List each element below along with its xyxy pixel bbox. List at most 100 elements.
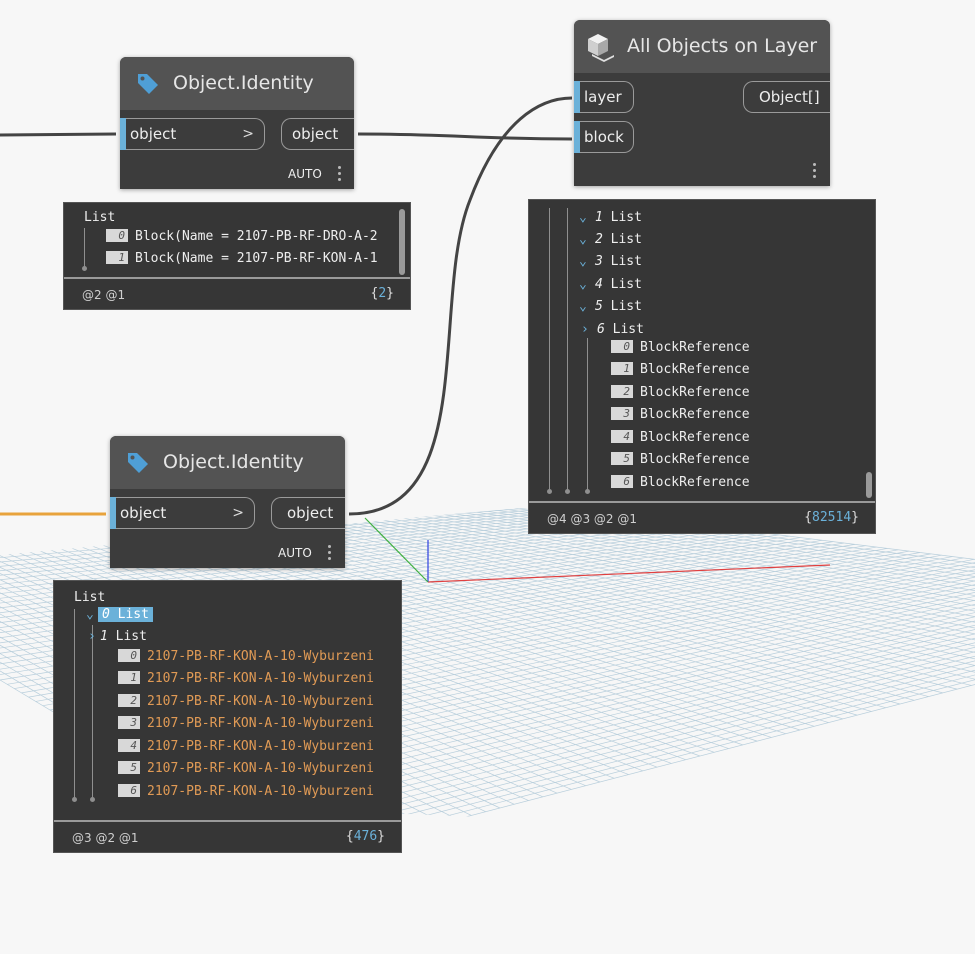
layer-input-port[interactable]: layer: [574, 81, 634, 113]
tree-dot: [565, 489, 570, 494]
input-label: layer: [584, 88, 622, 106]
preview-footer: @4 @3 @2 @1 {82514}: [529, 501, 875, 533]
tree-line: [92, 625, 93, 799]
tree-dot: [90, 797, 95, 802]
axis-x-red: [427, 564, 831, 583]
input-label: block: [584, 128, 624, 146]
wire-identity1-to-block: [357, 132, 573, 141]
chevron-right-icon[interactable]: >: [232, 505, 244, 521]
chevron-down-icon: ⌄: [579, 232, 587, 247]
list-item[interactable]: ⌄1 List: [579, 210, 642, 225]
list-levels: @2 @1: [82, 288, 126, 302]
more-options-icon[interactable]: [328, 545, 332, 563]
port-indicator: [574, 121, 580, 153]
tree-line: [74, 609, 75, 799]
block-input-port[interactable]: block: [574, 121, 634, 153]
list-item[interactable]: ⌄4 List: [579, 277, 642, 292]
more-options-icon[interactable]: [338, 166, 342, 184]
list-item[interactable]: ⌄2 List: [579, 232, 642, 247]
item-count: {476}: [345, 829, 385, 844]
node-title: All Objects on Layer: [627, 35, 818, 57]
chevron-down-icon: ⌄: [86, 607, 94, 622]
object-identity-node-2[interactable]: Object.Identity object > object AUTO: [110, 436, 345, 568]
object-input-port[interactable]: object >: [110, 497, 255, 529]
node-title: Object.Identity: [173, 72, 314, 94]
output-label: object: [292, 125, 339, 143]
object-output-port[interactable]: object: [271, 497, 345, 529]
port-indicator: [574, 81, 580, 113]
lacing-label[interactable]: AUTO: [288, 167, 322, 181]
list-item[interactable]: ⌄5 List: [579, 299, 642, 314]
cube-icon: [588, 34, 614, 62]
more-options-icon[interactable]: [813, 163, 817, 181]
vertical-scrollbar[interactable]: [866, 472, 872, 498]
list-item-selected[interactable]: ⌄0 List: [86, 607, 153, 622]
object-input-port[interactable]: object >: [120, 118, 265, 150]
node-header[interactable]: [574, 20, 830, 73]
preview-footer: @3 @2 @1 {476}: [54, 820, 401, 852]
object-output-port[interactable]: object: [281, 118, 354, 150]
chevron-down-icon: ⌄: [579, 299, 587, 314]
lacing-label[interactable]: AUTO: [278, 546, 312, 560]
node-header[interactable]: [120, 57, 354, 110]
list-item[interactable]: ›6 List: [581, 322, 644, 337]
tree-line: [587, 338, 588, 492]
list-item[interactable]: ⌄3 List: [579, 254, 642, 269]
tag-icon: [128, 453, 148, 473]
tree-dot: [72, 797, 77, 802]
list-item[interactable]: ›1 List: [88, 629, 147, 644]
list-levels: @4 @3 @2 @1: [547, 512, 637, 526]
chevron-down-icon: ⌄: [579, 277, 587, 292]
item-count: {2}: [370, 286, 394, 301]
chevron-down-icon: ⌄: [579, 210, 587, 225]
tree-dot: [82, 266, 87, 271]
port-indicator: [120, 118, 126, 150]
chevron-right-icon: ›: [581, 322, 589, 337]
all-objects-on-layer-node[interactable]: All Objects on Layer layer block Object[…: [574, 20, 830, 186]
port-indicator: [110, 497, 116, 529]
node-preview-bubble-2[interactable]: ⌄1 List ⌄2 List ⌄3 List ⌄4 List ⌄5 List …: [528, 199, 876, 534]
chevron-right-icon: ›: [88, 629, 96, 644]
wire-left-to-identity1: [0, 132, 117, 137]
node-title: Object.Identity: [163, 451, 304, 473]
tree-line: [549, 208, 550, 492]
wire-identity2-to-layer: [348, 96, 573, 516]
vertical-scrollbar[interactable]: [399, 209, 405, 275]
output-label: Object[]: [759, 88, 820, 106]
chevron-down-icon: ⌄: [579, 254, 587, 269]
preview-footer: @2 @1 {2}: [64, 277, 410, 309]
input-label: object: [120, 504, 167, 522]
object-identity-node-1[interactable]: Object.Identity object > object AUTO: [120, 57, 354, 189]
list-levels: @3 @2 @1: [72, 831, 139, 845]
chevron-right-icon[interactable]: >: [242, 126, 254, 142]
axis-y-green: [364, 517, 429, 583]
list-root-label: List: [74, 590, 106, 605]
tree-dot: [547, 489, 552, 494]
tag-icon: [138, 74, 158, 94]
objects-output-port[interactable]: Object[]: [743, 81, 830, 113]
item-count: {82514}: [804, 510, 859, 525]
output-label: object: [287, 504, 334, 522]
tree-dot: [585, 489, 590, 494]
tree-line: [567, 208, 568, 492]
node-header[interactable]: [110, 436, 345, 489]
tree-line: [84, 228, 85, 268]
